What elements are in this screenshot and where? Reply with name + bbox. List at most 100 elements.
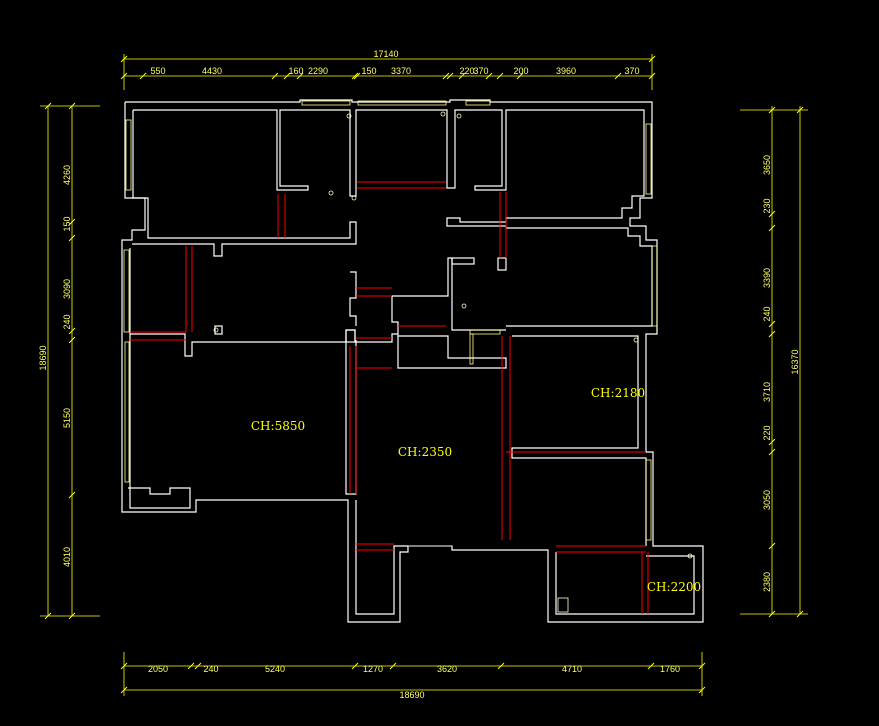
dim-bottom-segment: 4710: [562, 664, 582, 674]
wall-stub-1: [451, 257, 475, 265]
dimension-tick: [68, 327, 76, 335]
inner-wall-left-room: [132, 110, 357, 257]
dim-top-segment: 370: [473, 66, 488, 76]
dimension-tick: [446, 72, 454, 80]
fixture-2: [440, 111, 446, 117]
dimension-tick: [768, 106, 776, 114]
dim-top-total: 17140: [373, 49, 398, 59]
dim-bottom-segment: 2050: [148, 664, 168, 674]
window-top-1: [301, 100, 351, 106]
window-inner-side: [469, 333, 474, 365]
dim-top-segment-labels: 550 4430 160 2290 150 3370 220 370 200 3…: [150, 66, 639, 76]
inner-wall-mid-row: [130, 257, 507, 369]
openings: [130, 181, 649, 614]
column-2: [345, 329, 356, 343]
dimension-tick: [44, 612, 52, 620]
dimension-tick: [648, 72, 656, 80]
window-right-top: [645, 123, 652, 195]
dim-left-segment: 240: [62, 314, 72, 329]
dim-bottom-segment: 5240: [265, 664, 285, 674]
dimension-tick: [68, 102, 76, 110]
dimension-tick: [614, 72, 622, 80]
inner-wall-middle-band: [128, 248, 191, 509]
dimension-tick: [194, 662, 202, 670]
inner-wall-bottom-room: [355, 500, 408, 615]
window-left-middle: [123, 249, 130, 333]
dimension-tick: [768, 210, 776, 218]
fixture-9: [687, 553, 693, 559]
fixtures: [213, 111, 693, 613]
window-left-lower: [124, 341, 130, 483]
fixture-5: [351, 195, 357, 201]
shaft-fixture: [557, 597, 569, 613]
dimension-tick: [68, 336, 76, 344]
fixture-1: [346, 113, 352, 119]
dim-left-segment: 150: [62, 216, 72, 231]
dim-top-segment: 2290: [308, 66, 328, 76]
inner-wall-right-lower: [511, 335, 647, 546]
dimension-tick: [68, 491, 76, 499]
dimension-tick: [497, 662, 505, 670]
dimension-tick: [68, 234, 76, 242]
dim-bottom-segment: 1760: [660, 664, 680, 674]
dimension-tick: [698, 686, 706, 694]
window-left-top: [125, 119, 132, 191]
dimension-tick: [648, 55, 656, 63]
dimension-tick: [353, 72, 361, 80]
dimension-tick: [139, 72, 147, 80]
inner-wall-bottom-right-room: [555, 552, 695, 615]
dimension-tick: [647, 662, 655, 670]
dimension-tick: [768, 610, 776, 618]
room-label-ceiling-height: CH:2180: [591, 386, 645, 400]
dimension-tick: [351, 72, 359, 80]
dimension-ticks: [44, 55, 804, 694]
dimension-tick: [120, 72, 128, 80]
dim-right-segment: 230: [762, 198, 772, 213]
room-label-ceiling-height: CH:5850: [251, 419, 305, 433]
dim-right-segment: 2380: [762, 572, 772, 592]
dimension-tick: [768, 224, 776, 232]
fixture-6: [213, 327, 219, 333]
dim-left-segment: 3090: [62, 279, 72, 299]
dim-bottom-segment-labels: 2050 240 5240 1270 3620 4710 1760: [148, 664, 680, 674]
dim-top-segment: 3960: [556, 66, 576, 76]
dimension-tick: [187, 662, 195, 670]
window-inner: [469, 329, 501, 335]
dim-top-segment: 550: [150, 66, 165, 76]
dimension-tick: [796, 610, 804, 618]
dim-top-segment: 160: [288, 66, 303, 76]
window-top-3: [465, 100, 491, 106]
dim-bottom-segment: 1270: [363, 664, 383, 674]
dim-bottom-segment: 3620: [437, 664, 457, 674]
dimension-tick: [120, 662, 128, 670]
inner-wall-center-left: [349, 271, 357, 326]
dim-top-segment: 4430: [202, 66, 222, 76]
dimension-tick: [271, 72, 279, 80]
dim-top-segment: 150: [361, 66, 376, 76]
windows: [123, 100, 658, 541]
dimension-tick: [768, 320, 776, 328]
dim-left-segment: 4010: [62, 547, 72, 567]
dimension-tick: [296, 72, 304, 80]
dimension-tick: [120, 686, 128, 694]
dimension-tick: [283, 72, 291, 80]
dimension-tick: [351, 662, 359, 670]
dimension-tick: [796, 106, 804, 114]
dim-left-total: 18690: [38, 345, 48, 370]
dim-right-segment: 3390: [762, 268, 772, 288]
fixture-4: [328, 190, 334, 196]
dimension-tick: [68, 218, 76, 226]
dim-right-segment-labels: 3650 230 3390 240 3710 220 3050 2380: [762, 155, 772, 592]
dimension-tick: [44, 102, 52, 110]
dim-top-segment: 3370: [391, 66, 411, 76]
dimension-tick: [389, 662, 397, 670]
dim-right-total: 16370: [790, 349, 800, 374]
dimension-tick: [496, 72, 504, 80]
dim-top-segment: 220: [459, 66, 474, 76]
dim-left-segment: 5150: [62, 408, 72, 428]
room-label-ceiling-height: CH:2200: [647, 580, 701, 594]
dim-bottom-segment: 240: [203, 664, 218, 674]
dim-right-segment: 3650: [762, 155, 772, 175]
